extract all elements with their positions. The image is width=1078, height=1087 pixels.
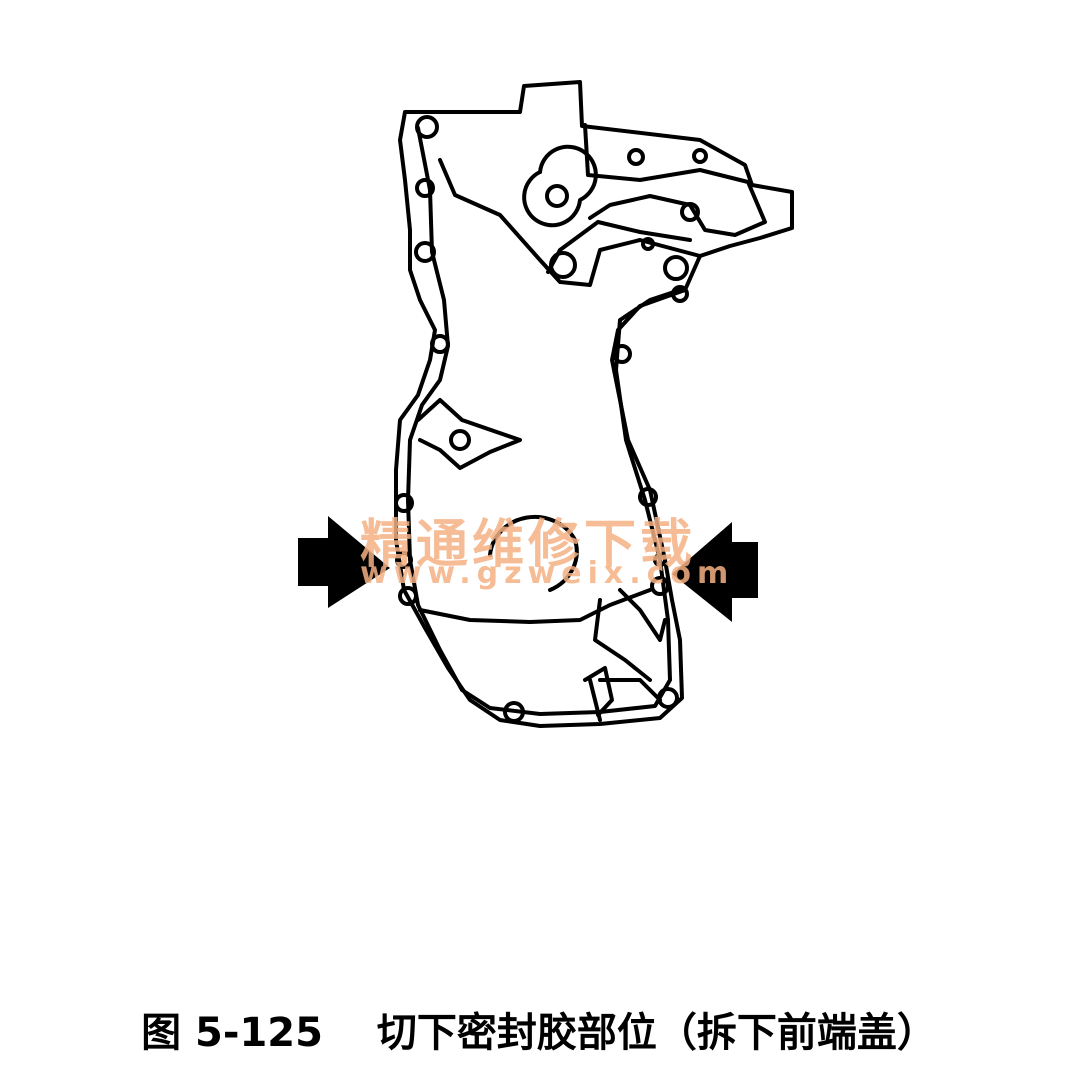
right-web <box>618 588 667 642</box>
upper-ridge <box>438 158 702 287</box>
bolt-hole <box>415 178 435 198</box>
figure-caption: 图 5-125 切下密封胶部位（拆下前端盖） <box>0 1000 1078 1058</box>
bottom-notch <box>583 666 614 717</box>
bolt-hole <box>680 202 700 222</box>
front-cover-drawing <box>298 80 794 728</box>
bolt-hole <box>671 285 689 303</box>
bolt-hole <box>653 553 667 567</box>
oil-pump-boss <box>522 144 598 228</box>
bolt-hole <box>415 115 439 139</box>
bolt-hole <box>692 148 708 164</box>
bolt-hole <box>503 701 525 723</box>
left-bracket <box>416 398 522 470</box>
bolt-hole <box>394 493 414 513</box>
watermark-site-name: 精通维修下载 <box>360 514 697 575</box>
bolt-hole <box>430 334 450 354</box>
crank-seal-ring <box>488 514 579 592</box>
cover-outline <box>394 80 794 728</box>
bolt-hole <box>641 237 655 251</box>
lower-ridge <box>418 588 652 624</box>
bolt-hole <box>549 251 577 279</box>
bolt-hole <box>612 344 632 364</box>
figure-number: 图 5-125 <box>141 1010 323 1056</box>
bolt-hole <box>650 576 670 596</box>
bolt-hole <box>449 429 471 451</box>
bolt-hole <box>414 241 436 263</box>
left-arrow-icon <box>298 516 390 608</box>
bolt-hole <box>638 487 658 507</box>
bolt-hole <box>627 148 645 166</box>
bolt-hole <box>398 586 418 606</box>
gasket-line <box>406 126 682 716</box>
lower-flange <box>588 598 662 722</box>
bolt-hole <box>395 551 413 569</box>
figure-title: 切下密封胶部位（拆下前端盖） <box>376 1010 937 1056</box>
upper-plate <box>583 123 767 237</box>
diagram-figure: 精通维修下载 www.gzweix.com <box>298 80 794 728</box>
right-arrow-icon <box>672 522 758 622</box>
bolt-hole <box>545 184 569 208</box>
watermark-url: www.gzweix.com <box>360 556 735 591</box>
bolt-hole <box>663 255 689 281</box>
bolt-hole <box>657 687 679 709</box>
